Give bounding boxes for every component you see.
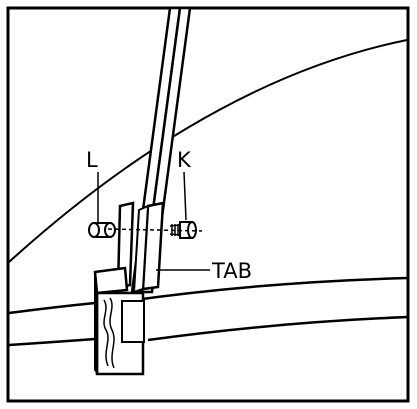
background-arc	[8, 39, 408, 263]
label-l: L	[86, 148, 98, 172]
tab-plate	[132, 201, 165, 294]
curved-rail-left	[8, 301, 96, 347]
base-clamp	[93, 266, 145, 376]
leader-k	[183, 171, 187, 221]
part-l-cap	[88, 222, 116, 238]
rear-plate	[116, 201, 135, 290]
curved-rail-right	[119, 276, 409, 342]
frame-border	[6, 6, 410, 403]
alignment-axis	[107, 228, 203, 232]
label-tab: TAB	[211, 259, 252, 283]
label-k: K	[177, 148, 192, 172]
